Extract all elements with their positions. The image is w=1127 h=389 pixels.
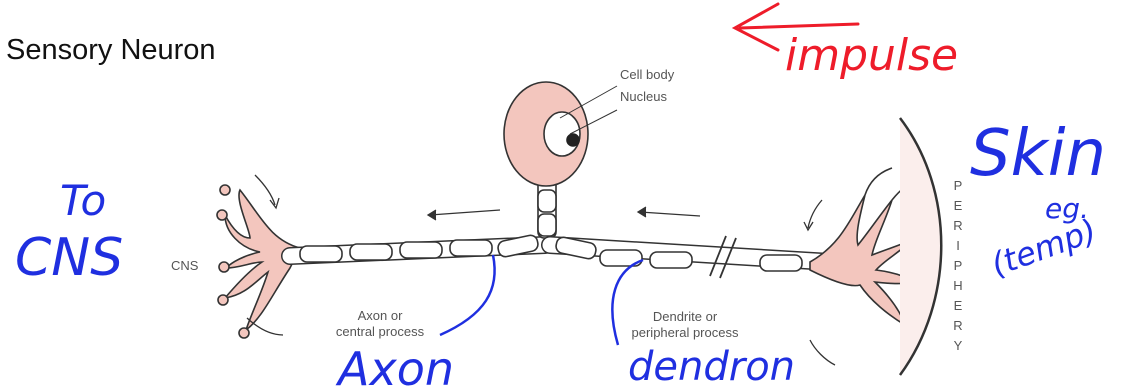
periphery-letter: R	[953, 318, 962, 333]
axon-label-line2: central process	[336, 324, 425, 339]
axon-annotation: Axon	[335, 342, 454, 389]
nucleus-label: Nucleus	[620, 89, 667, 104]
periphery-letter: H	[953, 278, 962, 293]
temp-annotation: (temp)	[986, 211, 1101, 284]
axon	[290, 234, 545, 262]
periphery-letter: R	[953, 218, 962, 233]
dendrite	[550, 236, 830, 278]
periphery-letter: E	[954, 198, 963, 213]
periphery-boundary	[900, 118, 941, 375]
neuron	[217, 82, 941, 375]
cns-annotation: CNS	[15, 228, 123, 288]
skin-annotation: Skin	[970, 117, 1106, 191]
periphery-letter: I	[956, 238, 960, 253]
periphery-letter: E	[954, 298, 963, 313]
periphery-letter: Y	[954, 338, 963, 353]
periphery-letter: P	[954, 178, 963, 193]
cell-body-label: Cell body	[620, 67, 675, 82]
axon-pointer	[440, 255, 495, 335]
dendrite-label-line2: peripheral process	[632, 325, 739, 340]
dendron-annotation: dendron	[628, 344, 795, 389]
cell-body-stalk	[538, 178, 556, 238]
periphery-letter: P	[954, 258, 963, 273]
periphery-label: P E R I P H E R Y	[953, 178, 962, 353]
axon-label-line1: Axon or	[358, 308, 403, 323]
cns-label: CNS	[171, 258, 199, 273]
impulse-annotation: impulse	[785, 30, 958, 81]
dendrite-label-line1: Dendrite or	[653, 309, 718, 324]
cell-body	[504, 82, 588, 186]
to-annotation: To	[60, 176, 106, 225]
